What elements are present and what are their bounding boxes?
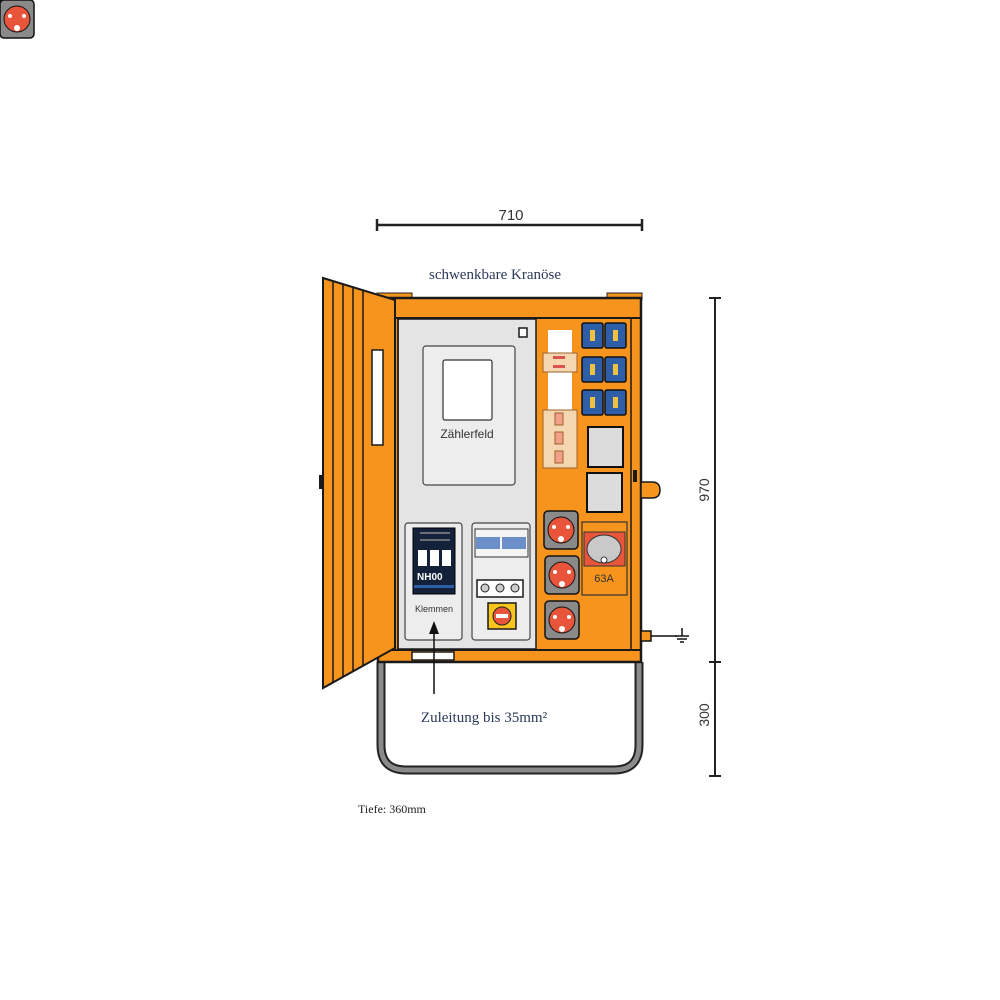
nh00-label: NH00	[417, 572, 443, 583]
supply-arrow	[429, 621, 439, 694]
height-label: 970	[696, 478, 712, 502]
frame-height-label: 300	[696, 703, 712, 727]
meter-field-label: Zählerfeld	[440, 427, 493, 441]
cee-sockets	[0, 0, 580, 640]
terminals-label: Klemmen	[415, 604, 453, 614]
width-dimension: 710	[375, 207, 644, 231]
width-label: 710	[498, 207, 523, 224]
depth-label: Tiefe: 360mm	[358, 802, 427, 816]
small-breakers	[542, 352, 578, 469]
handle	[640, 481, 661, 499]
blank-cover	[586, 472, 623, 513]
height-dimension: 970 300	[696, 297, 721, 777]
open-door	[319, 276, 396, 690]
meter-window	[442, 359, 493, 421]
supply-label: Zuleitung bis 35mm²	[421, 710, 548, 726]
cable-entry	[411, 651, 455, 661]
door-window	[371, 349, 384, 446]
lock-icon	[518, 327, 528, 338]
crane-eye-label: schwenkbare Kranöse	[429, 267, 561, 283]
ground-icon	[640, 628, 689, 643]
blank-cover	[587, 426, 624, 468]
cee-rating-label: 63A	[594, 573, 614, 585]
